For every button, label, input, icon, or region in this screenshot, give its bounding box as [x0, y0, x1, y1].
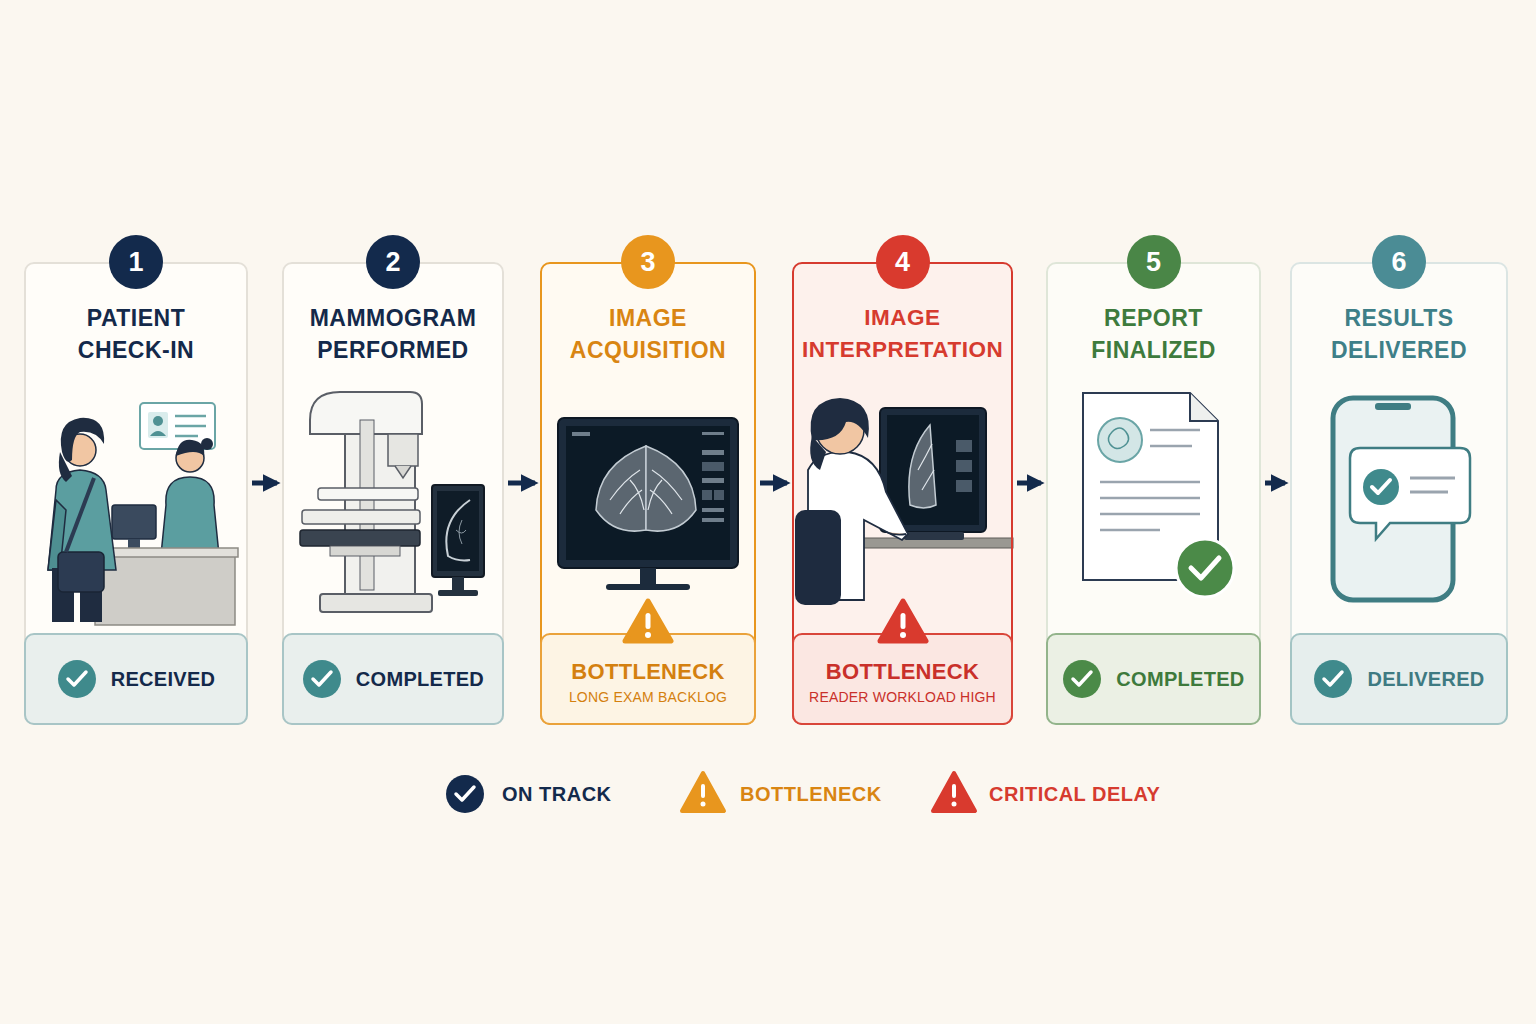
- flow-arrow: [1265, 481, 1285, 486]
- step-number: 1: [109, 235, 163, 289]
- status-box: COMPLETED: [282, 633, 504, 725]
- step-number-text: 6: [1391, 247, 1406, 278]
- status-text: READER WORKLOAD HIGH: [809, 689, 996, 705]
- status-text: BOTTLENECK: [826, 659, 979, 685]
- flow-arrow: [1017, 481, 1041, 486]
- check-icon: [1062, 659, 1102, 699]
- stage-card: IMAGE INTERPRETATION4BOTTLENECKREADER WO…: [792, 262, 1013, 725]
- status-text: LONG EXAM BACKLOG: [569, 689, 727, 705]
- stage-card: MAMMOGRAM PERFORMED2COMPLETED: [282, 262, 504, 725]
- step-number: 4: [876, 235, 930, 289]
- warning-icon: [621, 597, 675, 645]
- card-ground: [24, 262, 248, 725]
- stage-card: IMAGE ACQUISITION3BOTTLENECKLONG EXAM BA…: [540, 262, 756, 725]
- card-ground: [1290, 262, 1508, 725]
- step-number-text: 5: [1146, 247, 1161, 278]
- check-icon: [302, 659, 342, 699]
- step-number: 5: [1127, 235, 1181, 289]
- report-document: [1083, 393, 1234, 597]
- step-number: 2: [366, 235, 420, 289]
- warning-icon: [876, 597, 930, 645]
- status-box: RECEIVED: [24, 633, 248, 725]
- stage-card: RESULTS DELIVERED6DELIVERED: [1290, 262, 1508, 725]
- stage-title: IMAGE ACQUISITION: [550, 302, 746, 366]
- status-text: RECEIVED: [111, 668, 216, 691]
- status-box: BOTTLENECK LONG EXAM BACKLOG: [540, 633, 756, 725]
- step-number-text: 1: [128, 247, 143, 278]
- flow-arrow: [760, 481, 787, 486]
- card-ground: [792, 262, 1013, 725]
- step-number: 6: [1372, 235, 1426, 289]
- mammography-machine: [300, 392, 484, 612]
- status-box: BOTTLENECK READER WORKLOAD HIGH: [792, 633, 1013, 725]
- legend-label: ON TRACK: [502, 783, 612, 806]
- step-number-text: 4: [895, 247, 910, 278]
- legend-label: BOTTLENECK: [740, 783, 882, 806]
- step-number-text: 3: [640, 247, 655, 278]
- legend-label: CRITICAL DELAY: [989, 783, 1160, 806]
- status-box: DELIVERED: [1290, 633, 1508, 725]
- stage-title: IMAGE INTERPRETATION: [802, 302, 1003, 366]
- check-icon: [1313, 659, 1353, 699]
- status-box: COMPLETED: [1046, 633, 1261, 725]
- status-text: COMPLETED: [356, 668, 484, 691]
- stage-title: MAMMOGRAM PERFORMED: [292, 302, 494, 366]
- stage-card: PATIENT CHECK-IN1RECEIVED: [24, 262, 248, 725]
- card-ground: [540, 262, 756, 725]
- stage-title: RESULTS DELIVERED: [1300, 302, 1498, 366]
- legend-symbols: [446, 773, 975, 813]
- status-text: COMPLETED: [1116, 668, 1244, 691]
- check-icon: [57, 659, 97, 699]
- flow-arrow: [252, 481, 277, 486]
- reader-workstation: [795, 398, 1013, 605]
- card-ground: [1046, 262, 1261, 725]
- step-number-text: 2: [385, 247, 400, 278]
- status-text: BOTTLENECK: [571, 659, 724, 685]
- phone-notification: [1333, 398, 1470, 600]
- flow-arrow: [508, 481, 535, 486]
- acquisition-monitor: [558, 418, 738, 590]
- stage-title: PATIENT CHECK-IN: [34, 302, 238, 366]
- status-text: DELIVERED: [1367, 668, 1484, 691]
- card-ground: [282, 262, 504, 725]
- step-number: 3: [621, 235, 675, 289]
- check-in-illustration: [48, 403, 238, 625]
- stage-title: REPORT FINALIZED: [1056, 302, 1251, 366]
- stage-card: REPORT FINALIZED5COMPLETED: [1046, 262, 1261, 725]
